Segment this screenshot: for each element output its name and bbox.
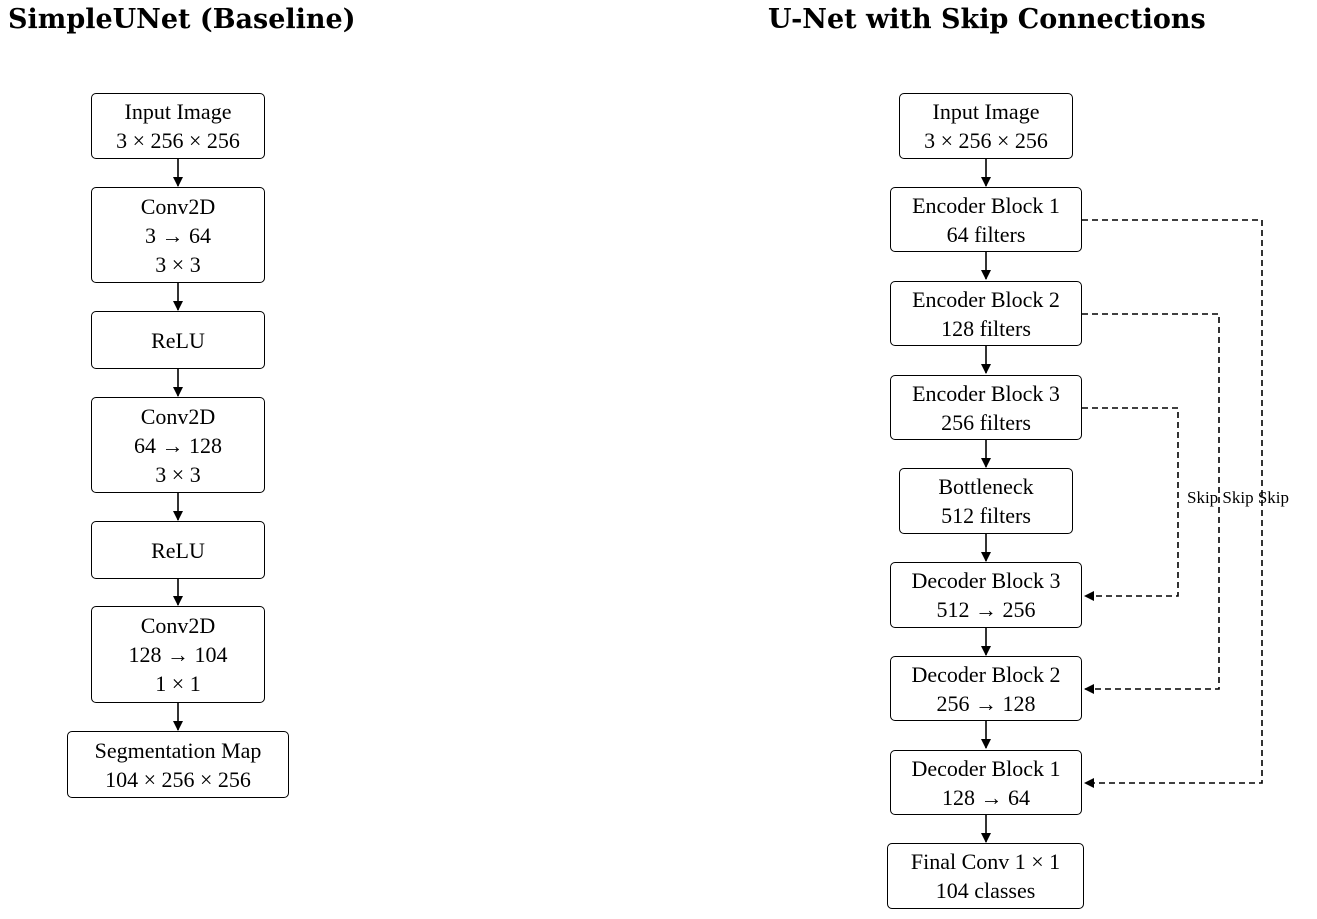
skip-connection-3 [1082,407,1179,601]
skip-connection-labels: Skip Skip Skip [1187,488,1290,507]
right-diagram-title: U-Net with Skip Connections [768,4,1206,35]
left-diagram-title: SimpleUNet (Baseline) [8,4,356,35]
left-block-relu-2: ReLU [91,521,265,579]
skip-connections [1082,219,1263,788]
skip-connection-2 [1082,313,1220,694]
skip-connection-1 [1082,219,1263,788]
left-block-relu-1: ReLU [91,311,265,369]
